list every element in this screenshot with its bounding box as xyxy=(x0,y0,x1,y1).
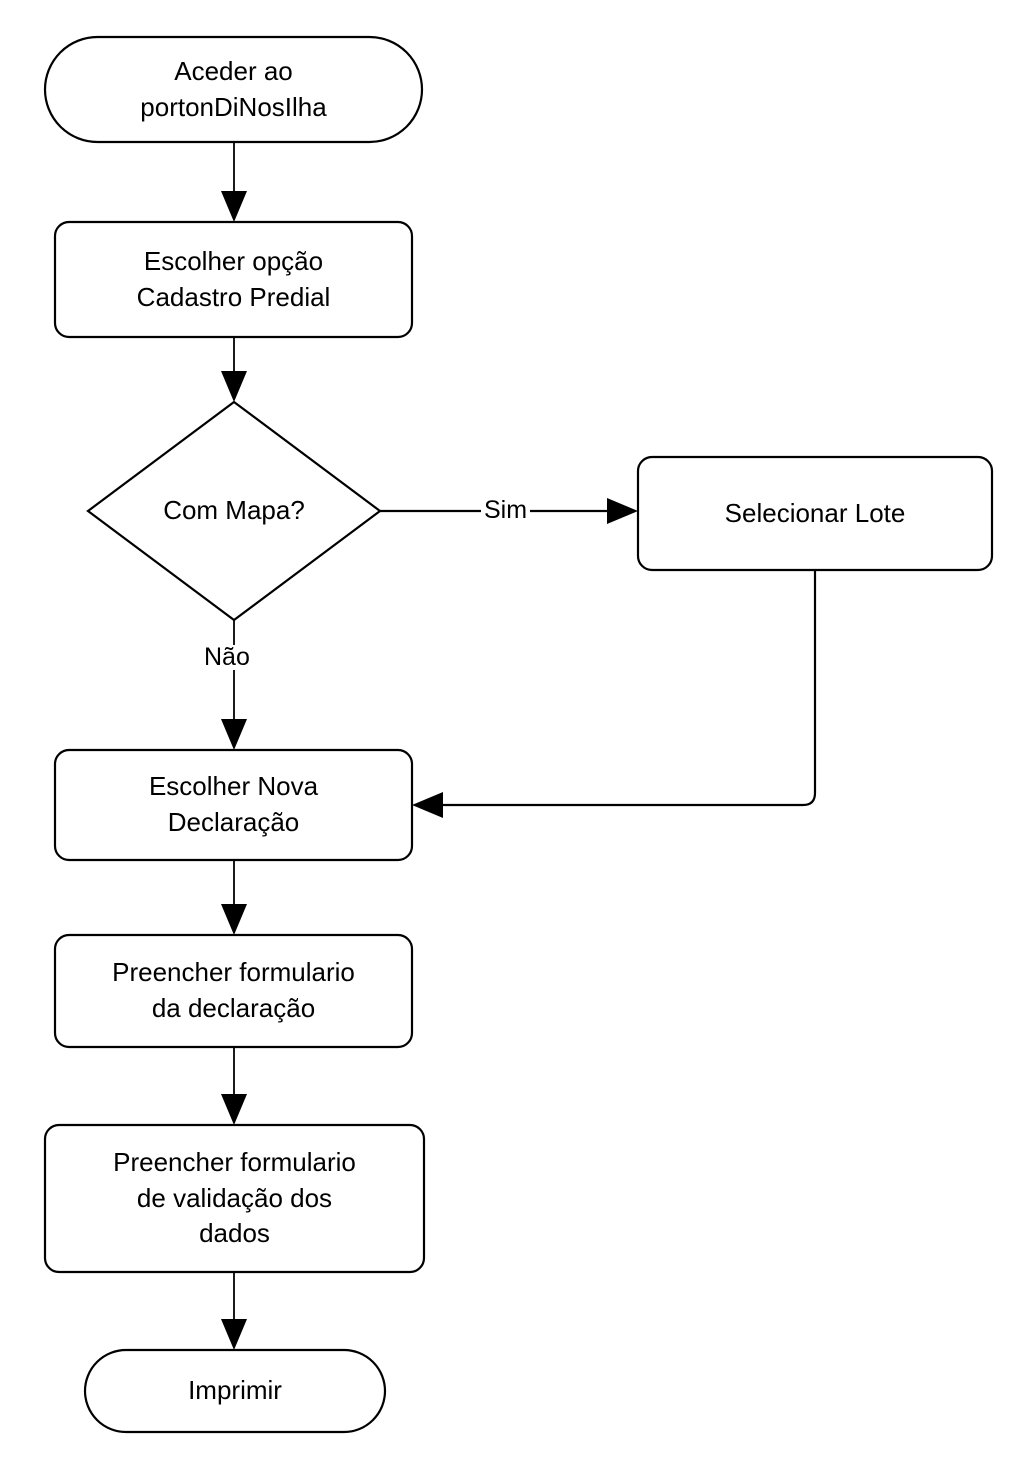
edge-selecionar-lote-to-escolher-nova xyxy=(434,570,817,807)
arrowhead-validacao-to-imprimir xyxy=(221,1319,247,1350)
node-preencher-declaracao-shape[interactable] xyxy=(53,933,414,1049)
node-imprimir-shape[interactable] xyxy=(83,1348,387,1434)
arrowhead-start-to-escolher-opcao xyxy=(221,191,247,222)
node-preencher-validacao-shape[interactable] xyxy=(43,1123,426,1274)
arrowhead-com-mapa-to-escolher-nova xyxy=(221,719,247,750)
node-start-shape[interactable] xyxy=(43,35,424,144)
edge-label-sim: Sim xyxy=(481,498,531,523)
node-escolher-opcao-shape[interactable] xyxy=(53,220,414,339)
arrowhead-escolher-opcao-to-com-mapa xyxy=(221,371,247,402)
edge-label-nao: Não xyxy=(201,645,253,670)
arrowhead-preencher-declaracao-to-validacao xyxy=(221,1094,247,1125)
arrowhead-escolher-nova-to-preencher-declaracao xyxy=(221,904,247,935)
node-escolher-nova-declaracao-shape[interactable] xyxy=(53,748,414,862)
arrowhead-com-mapa-to-selecionar-lote xyxy=(607,498,638,524)
node-selecionar-lote-shape[interactable] xyxy=(636,455,994,572)
node-com-mapa-shape[interactable] xyxy=(86,400,382,622)
arrowhead-selecionar-lote-to-escolher-nova xyxy=(412,792,443,818)
